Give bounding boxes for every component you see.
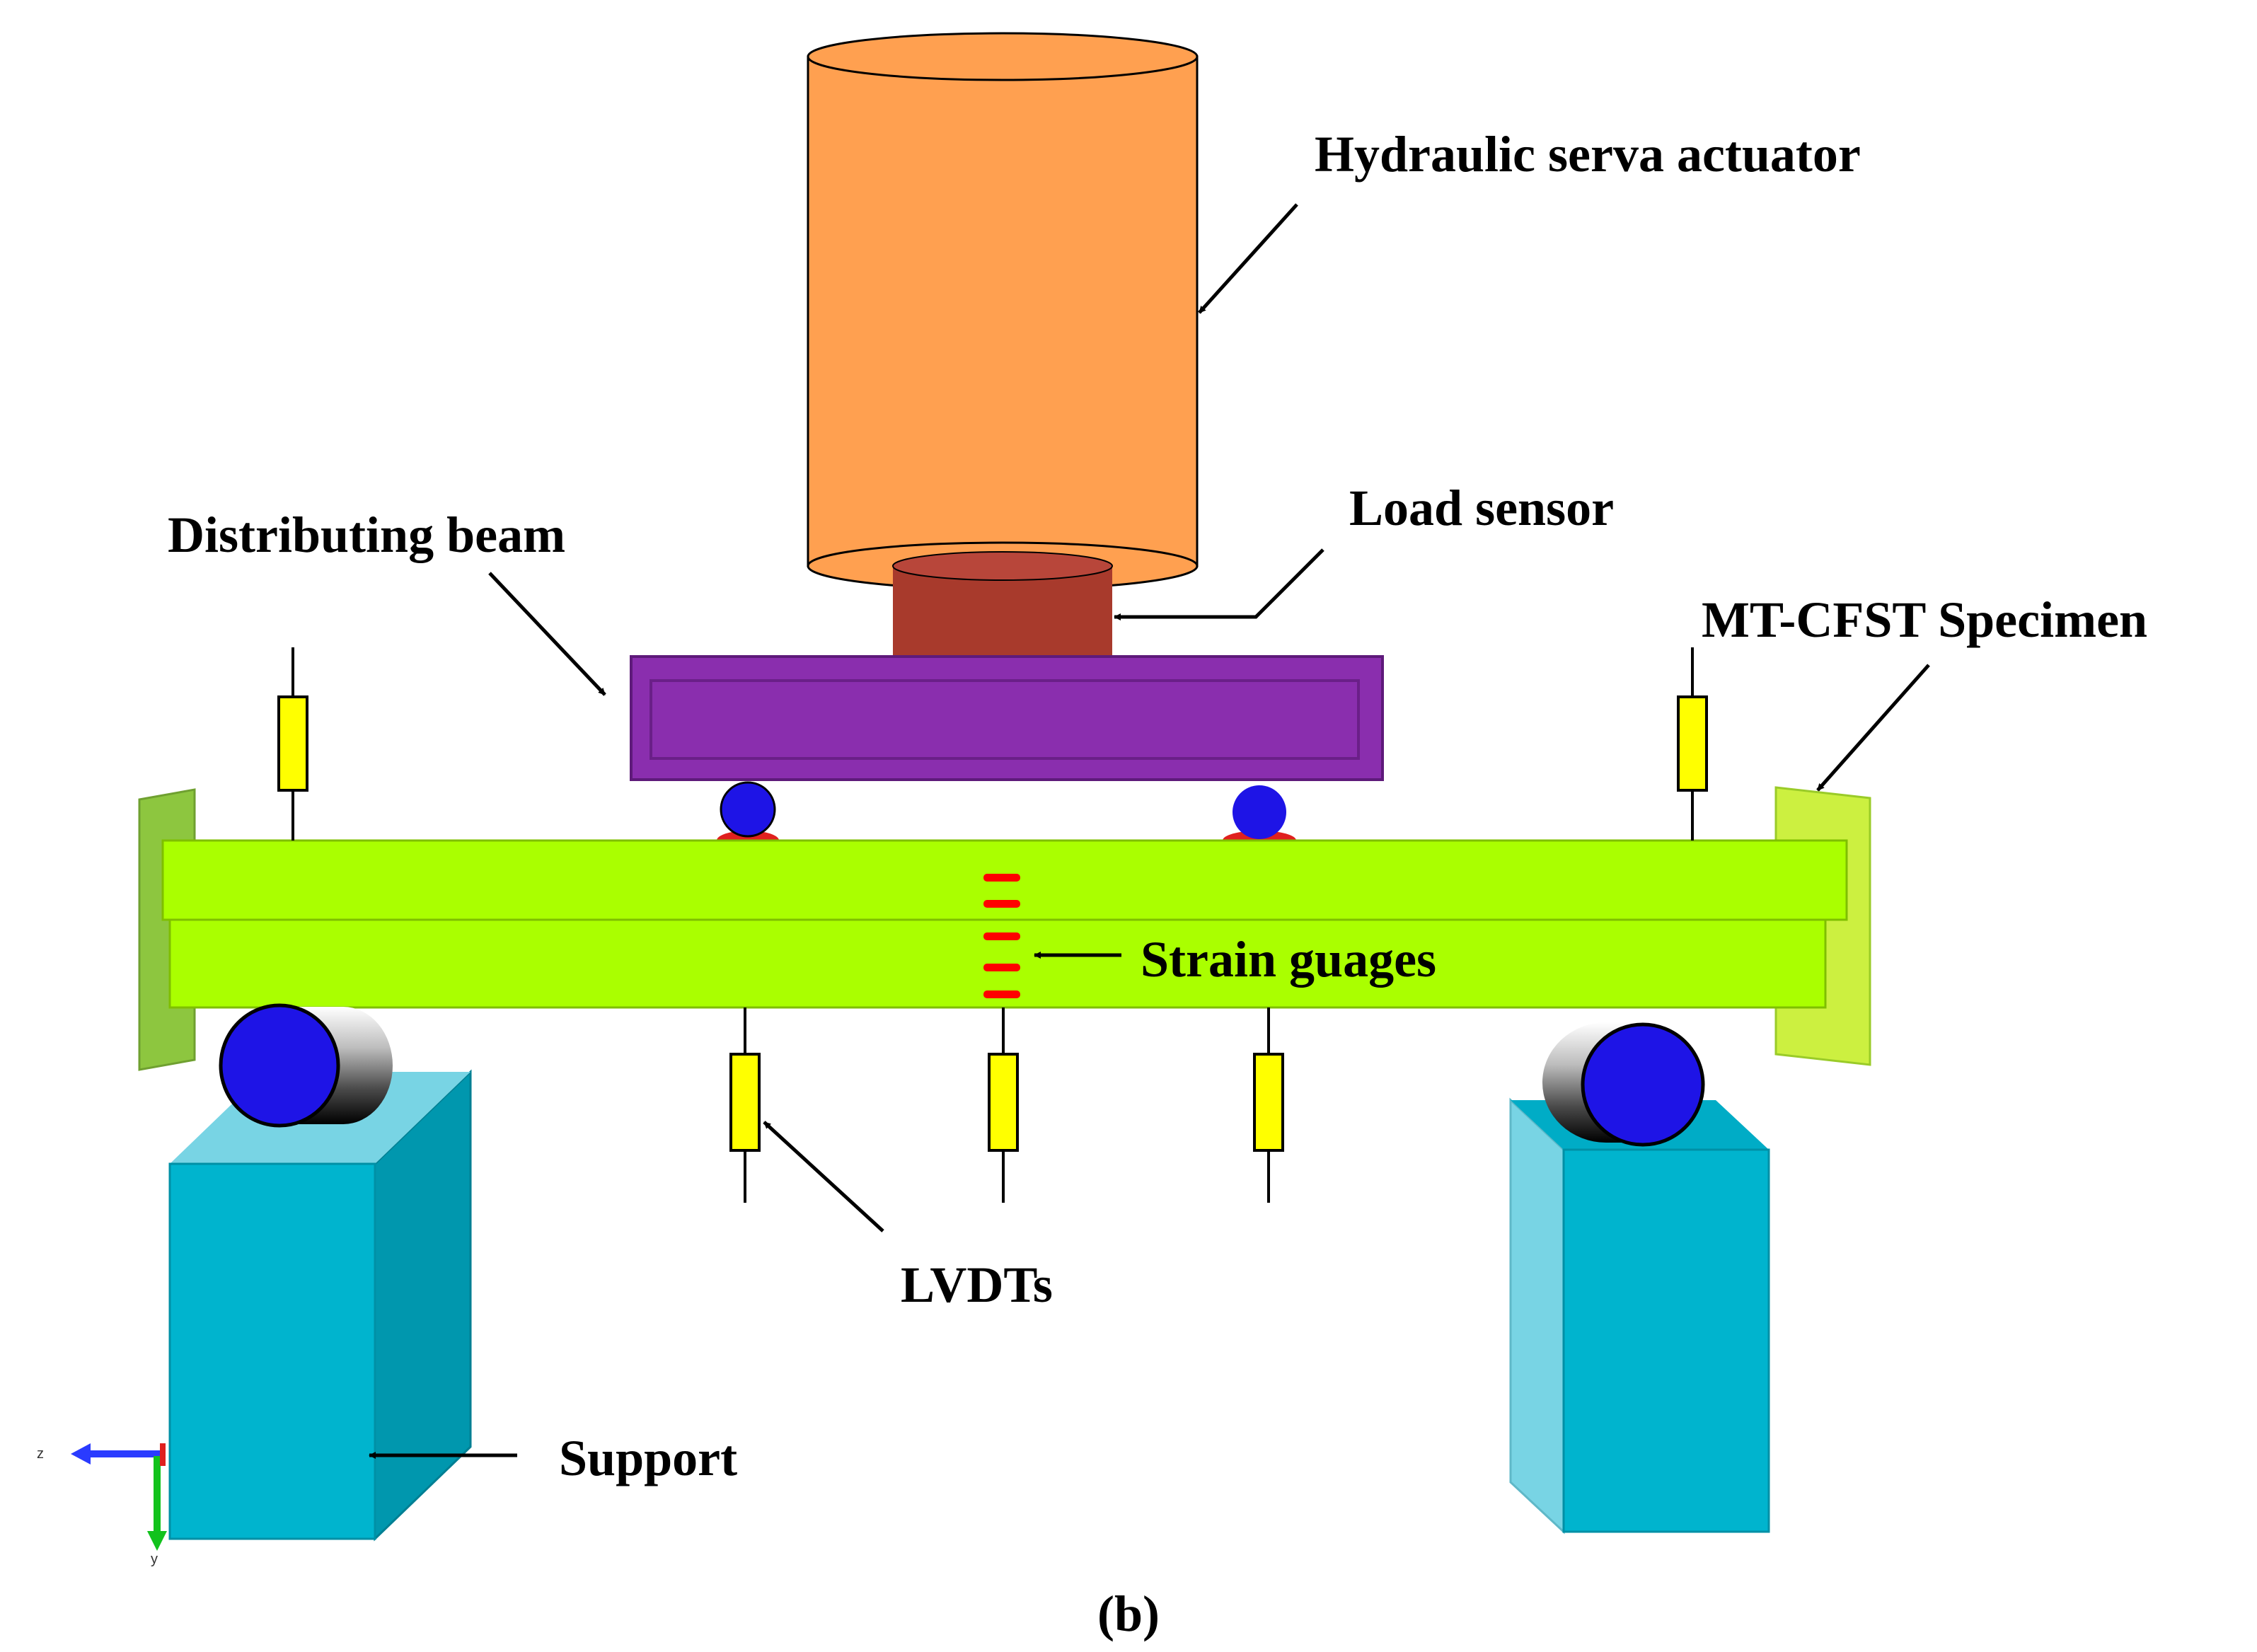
- strain-gauge: [983, 990, 1020, 998]
- label-lvdts: LVDTs: [901, 1257, 1053, 1313]
- axis-label-y: y: [151, 1552, 158, 1567]
- figure-caption: (b): [1097, 1585, 1160, 1642]
- strain-gauge: [983, 932, 1020, 940]
- support-right: [1509, 1022, 1770, 1535]
- hydraulic-actuator: [807, 32, 1199, 591]
- distributing-beam-arrow: [488, 572, 606, 696]
- strain-gauges: [983, 874, 1020, 998]
- lvdt-bottom-center: [988, 1007, 1019, 1203]
- load-sensor-top: [892, 551, 1113, 581]
- actuator-top-ellipse: [807, 32, 1199, 81]
- label-support: Support: [559, 1430, 737, 1486]
- label-hydraulic-actuator: Hydraulic serva actuator: [1315, 126, 1861, 183]
- actuator-body: [807, 55, 1199, 567]
- lvdts-arrow: [763, 1121, 884, 1232]
- load-roller-right: [1233, 785, 1286, 839]
- label-mt-cfst-specimen: MT-CFST Specimen: [1702, 591, 2147, 648]
- load-sensor-body: [893, 566, 1112, 658]
- lvdt-top-left: [277, 647, 308, 841]
- label-strain-gauges: Strain guages: [1141, 931, 1436, 988]
- strain-gauge: [983, 900, 1020, 908]
- actuator-arrow: [1198, 203, 1298, 314]
- strain-gauge: [983, 964, 1020, 971]
- load-roller-left: [720, 781, 776, 838]
- support-left: [168, 1003, 472, 1542]
- axis-label-z: z: [37, 1446, 44, 1462]
- lvdt-bottom-left: [729, 1007, 761, 1203]
- lvdt-top-right: [1677, 647, 1708, 841]
- leader-arrows: [369, 203, 1930, 1459]
- load-sensor-arrow: [1114, 548, 1324, 620]
- support-right-front: [1562, 1148, 1770, 1533]
- strain-gauge: [983, 874, 1020, 882]
- label-distributing-beam: Distributing beam: [168, 507, 565, 563]
- load-sensor: [892, 551, 1113, 658]
- support-right-side: [1509, 1097, 1565, 1535]
- distributing-beam: [630, 655, 1384, 781]
- specimen-arrow: [1816, 664, 1930, 792]
- support-left-front: [168, 1162, 376, 1540]
- distributing-beam-inner: [650, 679, 1360, 760]
- label-load-sensor: Load sensor: [1349, 480, 1614, 536]
- support-roller-right: [1542, 1022, 1705, 1147]
- lvdt-bottom-right: [1253, 1007, 1284, 1203]
- support-roller-left: [219, 1003, 393, 1128]
- axis-triad: z y: [37, 1443, 167, 1567]
- mt-cfst-specimen: [161, 839, 1848, 1009]
